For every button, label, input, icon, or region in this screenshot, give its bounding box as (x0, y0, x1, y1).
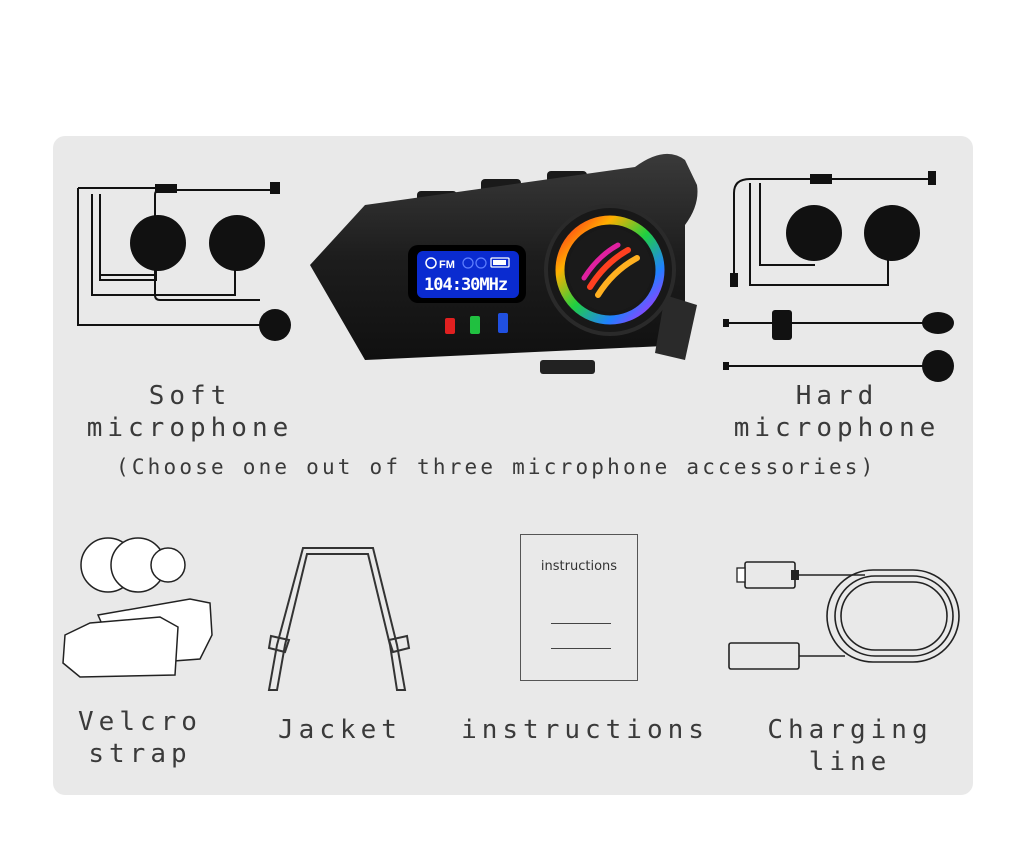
hard-microphone-line2: microphone (733, 413, 941, 443)
soft-microphone-line1: Soft (148, 381, 232, 411)
jacket-label: Jacket (278, 715, 402, 745)
choose-note: (Choose one out of three microphone acce… (116, 455, 877, 479)
velcro-strap-illustration (62, 537, 213, 678)
intercom-device: FM 104:30MHz (310, 153, 698, 374)
device-frequency: 104:30MHz (424, 275, 507, 295)
instructions-label: instructions (461, 715, 709, 745)
device-screen-mode: FM (439, 259, 455, 271)
velcro-strap-label: Velcro strap (55, 706, 225, 770)
doc-line (551, 648, 611, 649)
hard-microphone-label: Hard microphone (732, 380, 942, 444)
instructions-document: instructions (520, 534, 638, 681)
hard-microphone-illustration (723, 171, 954, 382)
soft-microphone-illustration (77, 182, 291, 341)
velcro-line2: strap (88, 739, 192, 769)
charging-line1: Charging (767, 715, 933, 745)
charging-line-illustration (728, 561, 960, 670)
instructions-doc-title: instructions (540, 559, 618, 574)
soft-microphone-label: Soft microphone (85, 380, 295, 444)
velcro-line1: Velcro (78, 707, 202, 737)
hard-microphone-line1: Hard (795, 381, 879, 411)
soft-microphone-line2: microphone (86, 413, 294, 443)
charging-line-label: Charging line (755, 714, 945, 778)
doc-line (551, 623, 611, 624)
jacket-illustration (267, 547, 411, 691)
charging-line2: line (808, 747, 892, 777)
